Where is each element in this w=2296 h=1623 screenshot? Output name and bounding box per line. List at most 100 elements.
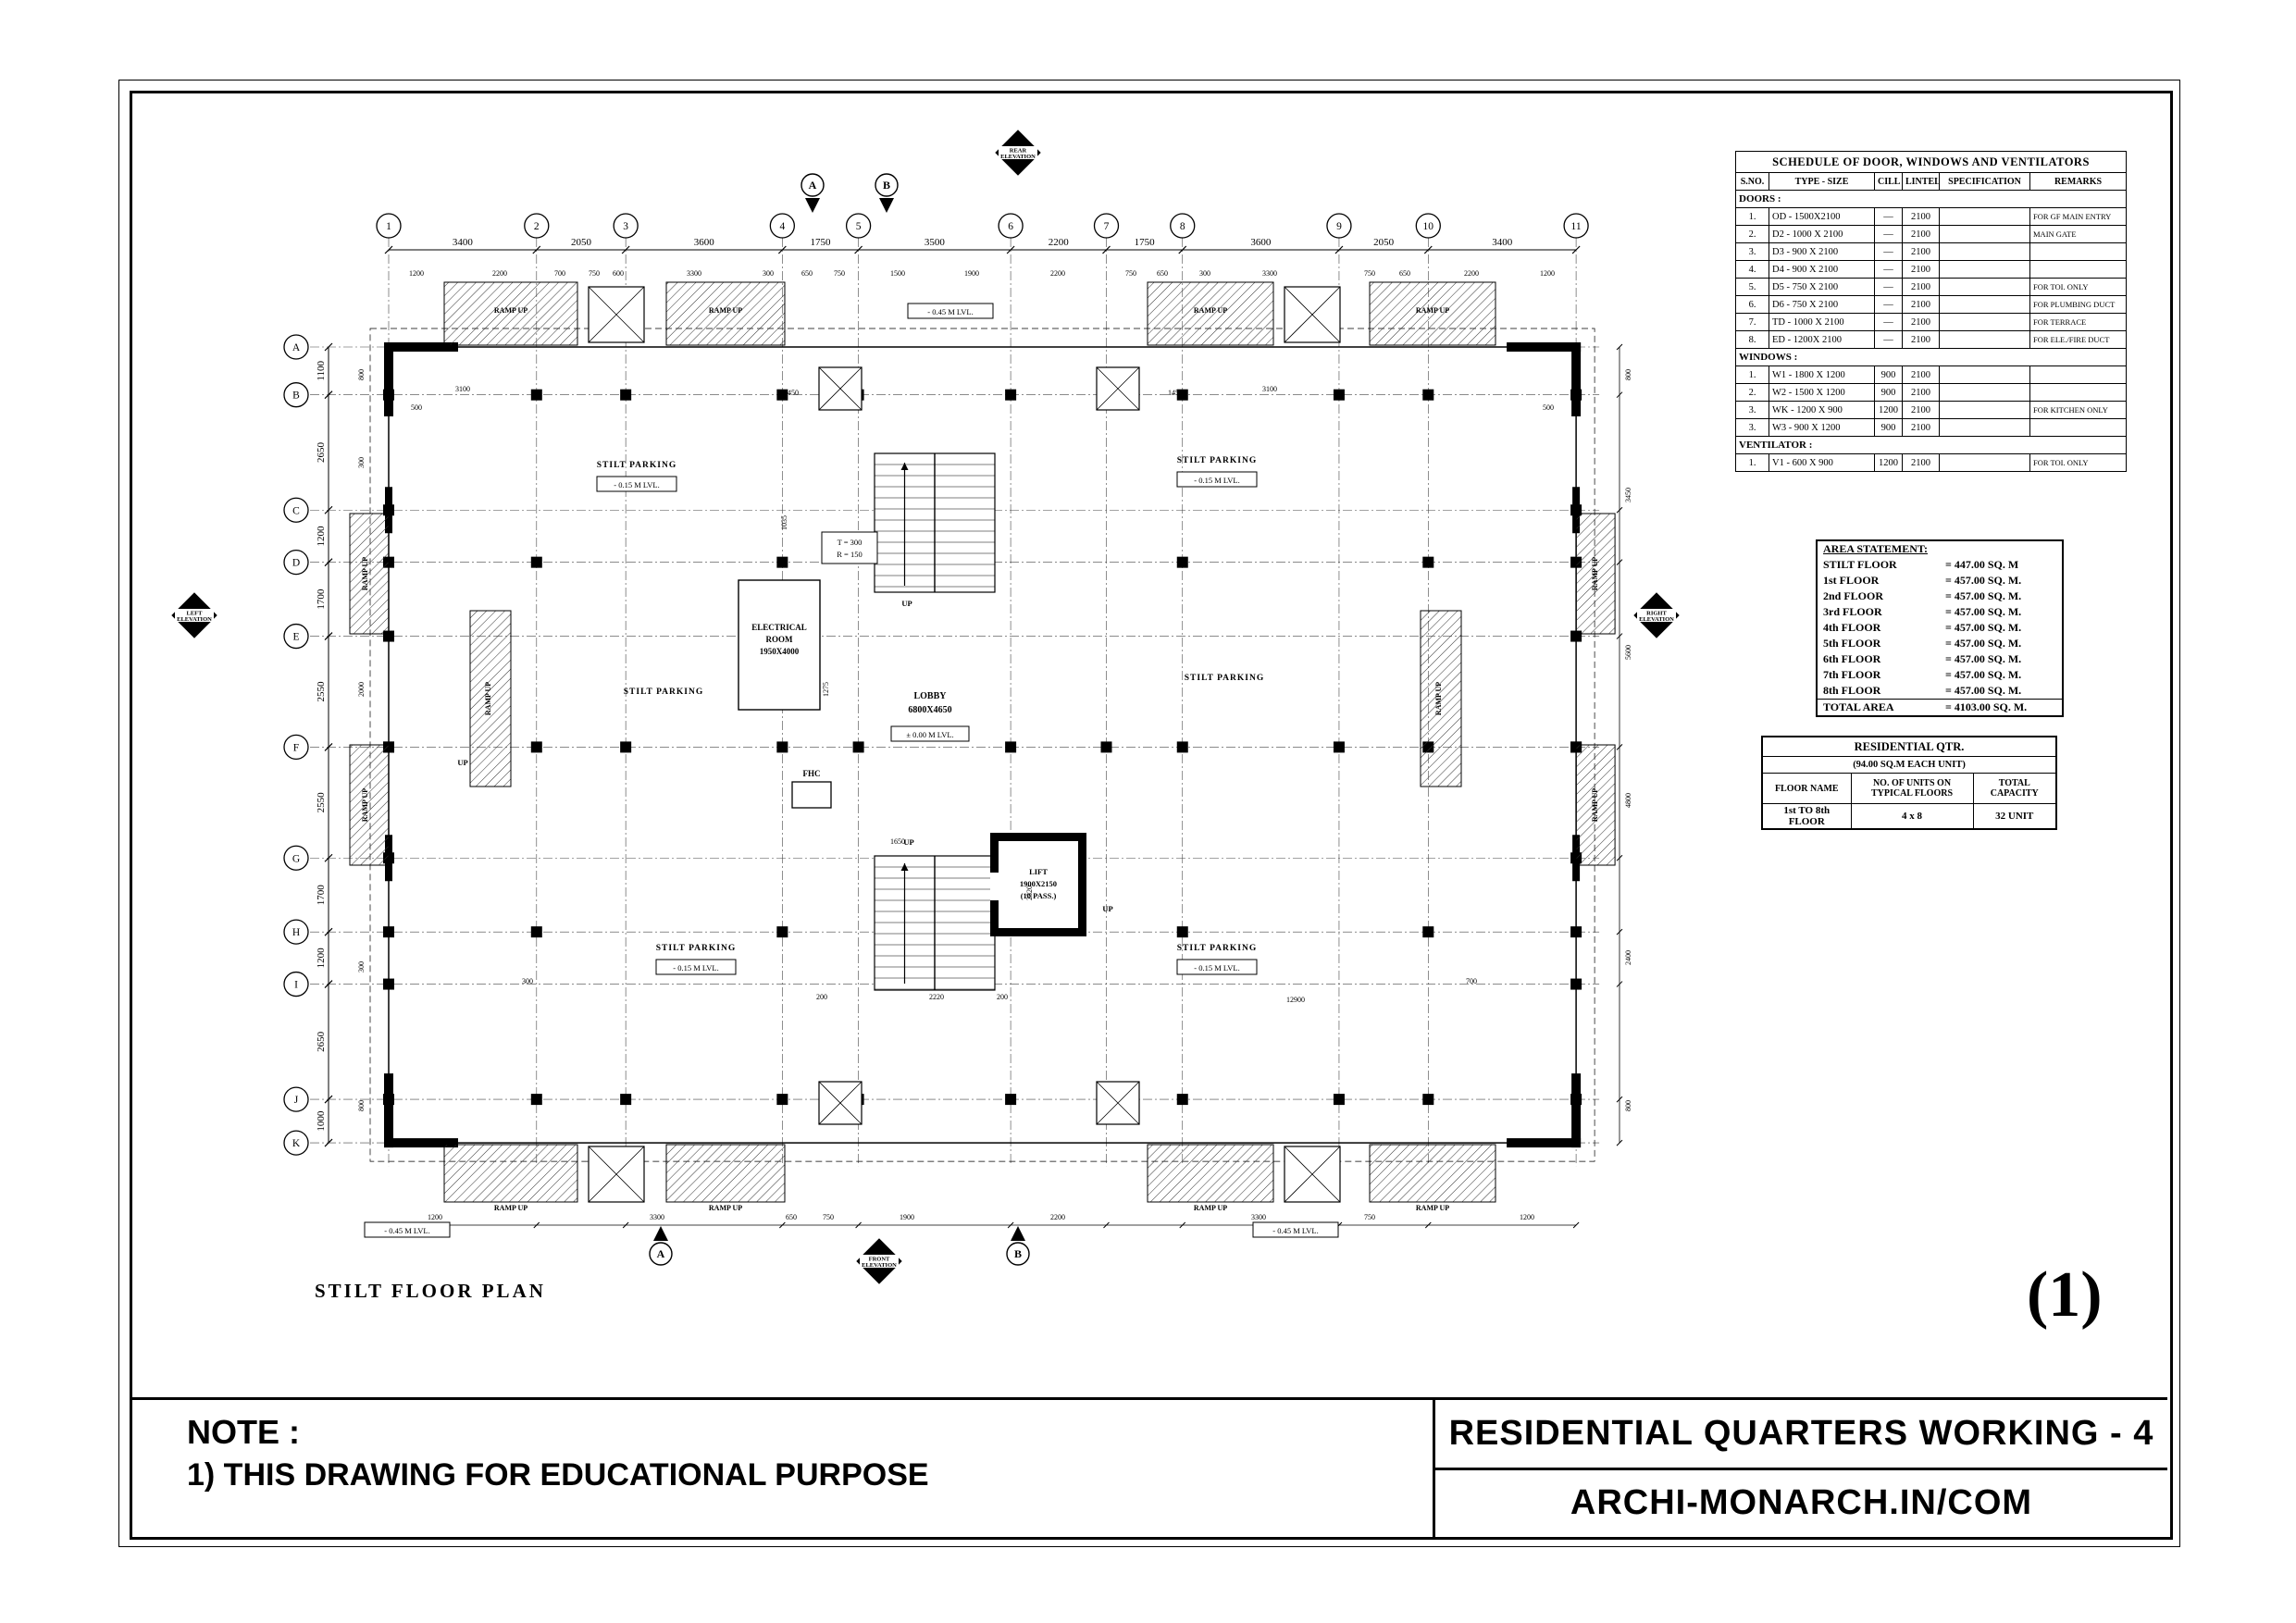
grid-bubble-row: F bbox=[293, 742, 299, 753]
table-cell: MAIN GATE bbox=[2029, 225, 2128, 243]
table-row: SCHEDULE OF DOOR, WINDOWS AND VENTILATOR… bbox=[1734, 151, 2128, 173]
table-cell: TD - 1000 X 2100 bbox=[1769, 313, 1875, 331]
table-cell: 3. bbox=[1735, 242, 1769, 261]
level-label: - 0.15 M LVL. bbox=[1194, 963, 1240, 973]
table-row: WINDOWS : bbox=[1734, 348, 2128, 366]
ramp-up-label: RAMP UP bbox=[361, 557, 369, 590]
dim-col: 1750 bbox=[810, 237, 831, 248]
table-cell: = 457.00 SQ. M. bbox=[1945, 589, 2022, 602]
table-cell bbox=[2029, 418, 2128, 437]
table-cell: 1. bbox=[1735, 453, 1769, 472]
table-cell: — bbox=[1874, 260, 1903, 279]
note-line: 1) THIS DRAWING FOR EDUCATIONAL PURPOSE bbox=[187, 1457, 929, 1493]
table-cell: 4th FLOOR bbox=[1823, 621, 1881, 634]
fhc-label: FHC bbox=[803, 769, 821, 778]
table-cell: NO. OF UNITS ON TYPICAL FLOORS bbox=[1850, 773, 1974, 804]
level-label: - 0.45 M LVL. bbox=[384, 1226, 430, 1235]
ramp-up-label: RAMP UP bbox=[1194, 1204, 1227, 1212]
ramp-up-label: RAMP UP bbox=[1416, 1204, 1449, 1212]
residential-qtr-table: RESIDENTIAL QTR.(94.00 SQ.M EACH UNIT)FL… bbox=[1761, 736, 2058, 830]
up-label: UP bbox=[457, 758, 467, 767]
grid-bubble-col: 1 bbox=[386, 221, 391, 232]
level-box bbox=[655, 959, 737, 975]
table-cell: = 4103.00 SQ. M. bbox=[1940, 699, 2063, 716]
table-cell: WK - 1200 X 900 bbox=[1769, 401, 1875, 419]
elevation-marker-label: ELEVATION bbox=[1000, 154, 1036, 160]
grid-bubble-col: 10 bbox=[1423, 221, 1434, 232]
elevation-marker-label: ELEVATION bbox=[177, 616, 212, 623]
table-row: 6th FLOOR= 457.00 SQ. M. bbox=[1817, 651, 2063, 667]
table-cell bbox=[2029, 242, 2128, 261]
fhc-box bbox=[791, 781, 832, 809]
grid-bubble-col: 3 bbox=[623, 221, 628, 232]
table-cell: D4 - 900 X 2100 bbox=[1769, 260, 1875, 279]
section-marker-letter: B bbox=[883, 179, 890, 192]
dim-minor: 1275 bbox=[822, 682, 830, 697]
dim-col: 3400 bbox=[1492, 237, 1513, 248]
dim-minor: 3100 bbox=[1262, 385, 1277, 393]
level-box bbox=[596, 476, 677, 492]
level-box bbox=[907, 303, 994, 319]
grid-bubble-col: 7 bbox=[1104, 221, 1110, 232]
table-row: STILT FLOOR= 447.00 SQ. M bbox=[1817, 557, 2063, 573]
ramp-up-label: RAMP UP bbox=[494, 1204, 527, 1212]
stilt-parking-label: STILT PARKING bbox=[624, 688, 703, 697]
dim-minor: 750 bbox=[589, 269, 600, 278]
grid-bubble-row: J bbox=[294, 1095, 299, 1106]
stair-note-box bbox=[821, 531, 878, 564]
dim-minor: 1650 bbox=[890, 837, 905, 846]
table-cell: RESIDENTIAL QTR. bbox=[1761, 736, 2057, 757]
dim-minor: 300 bbox=[763, 269, 774, 278]
table-cell: — bbox=[1874, 207, 1903, 226]
grid-bubble-col: 8 bbox=[1180, 221, 1185, 232]
table-cell: = 457.00 SQ. M. bbox=[1945, 668, 2022, 681]
ramp-up-label: RAMP UP bbox=[709, 306, 742, 315]
title-block-website: ARCHI-MONARCH.IN/COM bbox=[1435, 1467, 2167, 1538]
dim-minor: 1450 bbox=[1168, 389, 1183, 397]
dim-minor: 1200 bbox=[409, 269, 424, 278]
table-cell bbox=[1939, 383, 2030, 402]
table-cell: D3 - 900 X 2100 bbox=[1769, 242, 1875, 261]
table-cell bbox=[1939, 453, 2030, 472]
table-cell: 3. bbox=[1735, 401, 1769, 419]
table-cell: 2100 bbox=[1902, 225, 1940, 243]
table-row: (94.00 SQ.M EACH UNIT) bbox=[1761, 756, 2057, 774]
table-cell: 2100 bbox=[1902, 295, 1940, 314]
elevation-marker-label: FRONT bbox=[869, 1257, 890, 1263]
table-cell: VENTILATOR : bbox=[1734, 436, 2128, 454]
table-cell: FOR KITCHEN ONLY bbox=[2029, 401, 2128, 419]
section-marker-letter: A bbox=[809, 179, 817, 192]
dim-minor: 300 bbox=[357, 961, 366, 973]
dim-minor: 650 bbox=[786, 1213, 797, 1221]
table-cell: 2. bbox=[1735, 225, 1769, 243]
table-cell: 2. bbox=[1735, 383, 1769, 402]
table-cell bbox=[2029, 365, 2128, 384]
table-cell bbox=[1939, 207, 2030, 226]
table-cell: — bbox=[1874, 225, 1903, 243]
table-cell: 5. bbox=[1735, 278, 1769, 296]
table-row: RESIDENTIAL QTR. bbox=[1761, 736, 2057, 757]
note-cell: NOTE : 1) THIS DRAWING FOR EDUCATIONAL P… bbox=[130, 1400, 1435, 1537]
table-row: 2nd FLOOR= 457.00 SQ. M. bbox=[1817, 588, 2063, 604]
title-strip: NOTE : 1) THIS DRAWING FOR EDUCATIONAL P… bbox=[130, 1397, 2167, 1537]
table-row: 4th FLOOR= 457.00 SQ. M. bbox=[1817, 620, 2063, 636]
dim-minor: 1200 bbox=[1520, 1213, 1534, 1221]
level-label: - 0.15 M LVL. bbox=[614, 480, 660, 489]
table-cell: 2100 bbox=[1902, 242, 1940, 261]
note-heading: NOTE : bbox=[187, 1413, 300, 1451]
dim-minor: 700 bbox=[1466, 977, 1477, 985]
ramps bbox=[349, 281, 1616, 1203]
table-cell: FOR GF MAIN ENTRY bbox=[2029, 207, 2128, 226]
table-row: VENTILATOR : bbox=[1734, 436, 2128, 454]
table-cell: LINTEL bbox=[1902, 172, 1940, 191]
ramp-up-label: RAMP UP bbox=[484, 682, 492, 715]
dim-minor: 3300 bbox=[650, 1213, 664, 1221]
table-cell: 7th FLOOR bbox=[1823, 668, 1881, 681]
dim-col: 3600 bbox=[694, 237, 715, 248]
grid-bubble-row: H bbox=[292, 927, 300, 938]
level-box bbox=[1176, 959, 1258, 975]
dim-minor: 1035 bbox=[780, 515, 788, 530]
